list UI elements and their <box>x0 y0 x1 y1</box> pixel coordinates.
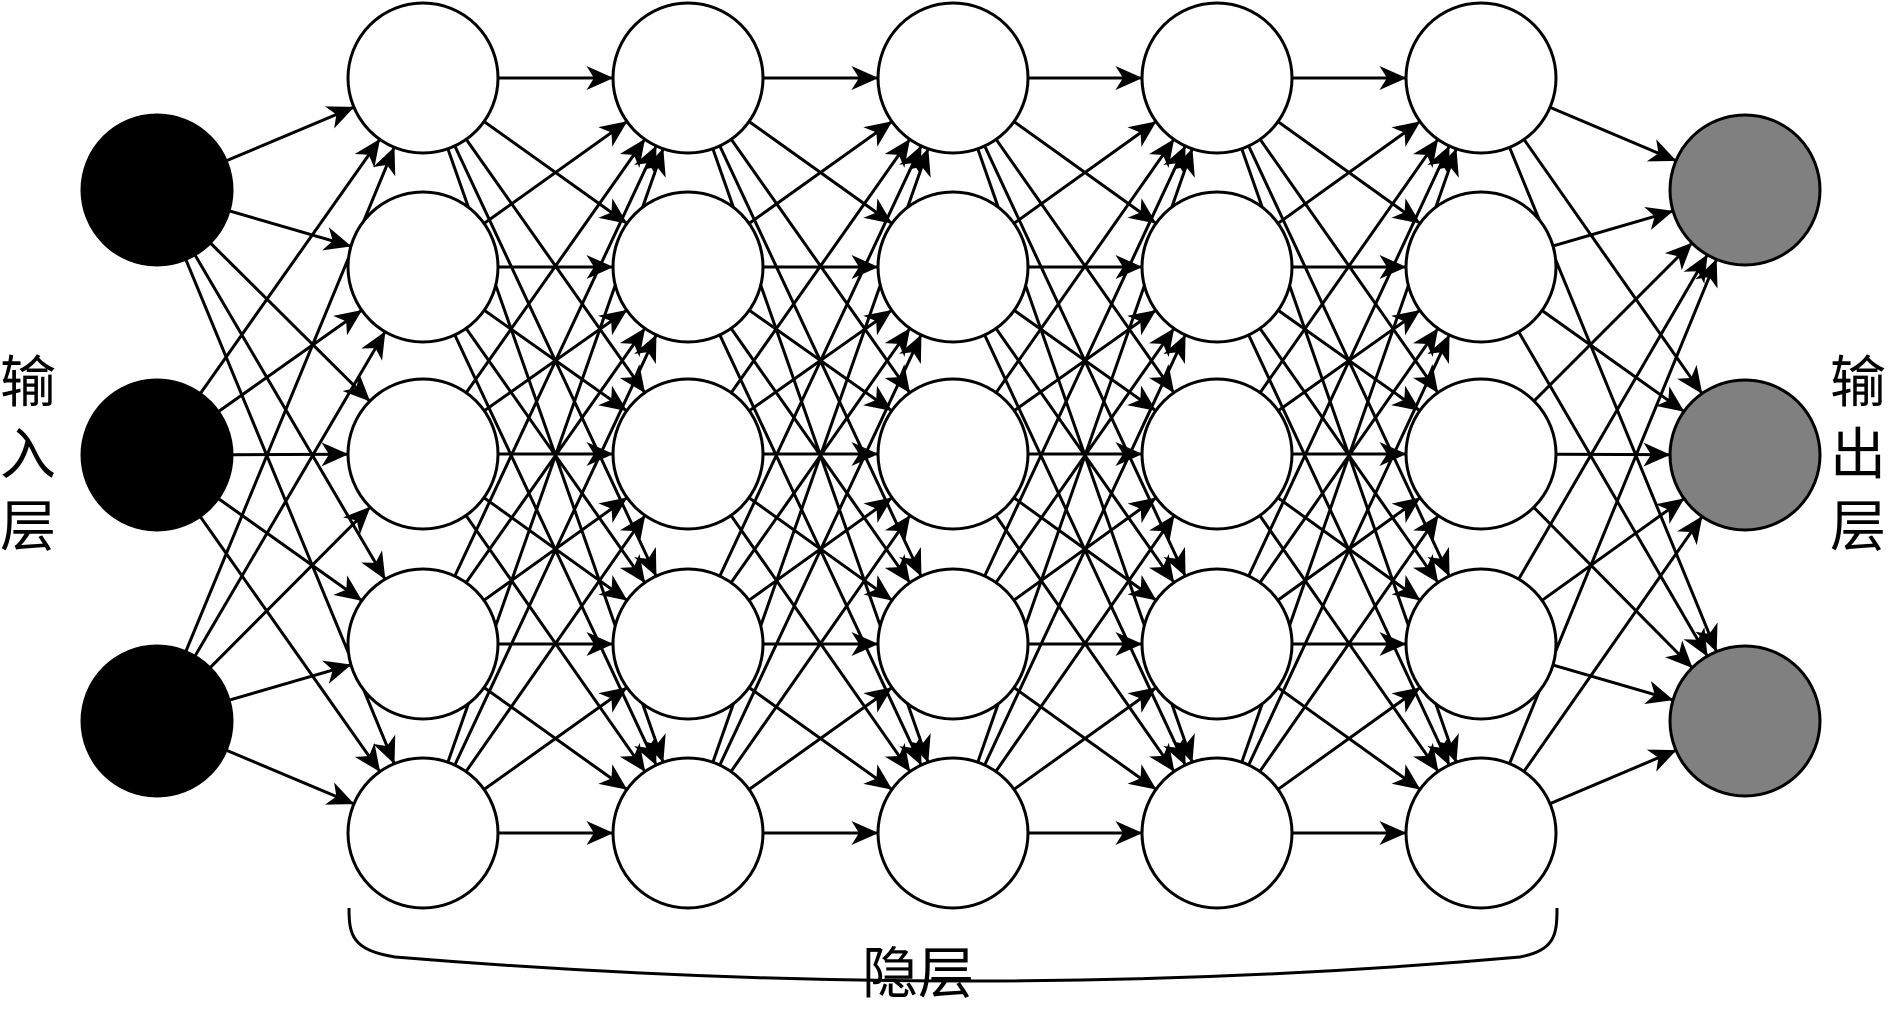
hidden-node-l5-n1 <box>1404 190 1558 344</box>
output-node-l6-n0 <box>1668 113 1822 267</box>
connection-l5n4-l6n2 <box>1550 749 1677 805</box>
output-layer-label: 输出层 <box>1830 351 1886 560</box>
label-char: 输 <box>0 351 56 416</box>
hidden-node-l2-n1 <box>611 190 765 344</box>
connection-l1n4-l2n1 <box>453 334 658 765</box>
hidden-node-l2-n4 <box>611 756 765 910</box>
hidden-node-l4-n3 <box>1140 567 1294 721</box>
output-node-l6-n2 <box>1668 644 1822 798</box>
connection-l3n3-l4n0 <box>983 145 1187 576</box>
connection-l2n4-l3n2 <box>730 515 911 772</box>
hidden-node-l3-n2 <box>876 377 1030 531</box>
connection-l0n0-l1n0 <box>226 106 355 162</box>
connection-l4n4-l5n2 <box>1259 515 1439 772</box>
input-node-l0-n2 <box>80 644 234 798</box>
connection-l5n3-l6n2 <box>1553 663 1674 705</box>
hidden-node-l1-n1 <box>346 190 500 344</box>
connection-l4n2-l5n0 <box>1259 138 1439 393</box>
connection-l3n4-l4n3 <box>1013 686 1157 791</box>
connection-l1n2-l2n0 <box>465 138 646 393</box>
connection-l5n0-l6n0 <box>1550 106 1677 162</box>
connection-l3n4-l4n1 <box>983 334 1187 765</box>
connection-l2n4-l3n1 <box>718 334 923 765</box>
hidden-layer-label: 隐层 <box>862 942 974 1007</box>
connection-l1n4-l2n3 <box>484 686 628 791</box>
hidden-node-l1-n0 <box>346 1 500 155</box>
hidden-node-l1-n4 <box>346 756 500 910</box>
connection-l2n3-l3n0 <box>718 145 923 576</box>
label-char: 出 <box>1830 423 1886 488</box>
connection-l4n4-l5n3 <box>1277 686 1421 791</box>
hidden-node-l3-n4 <box>876 756 1030 910</box>
hidden-node-l3-n1 <box>876 190 1030 344</box>
hidden-node-l5-n3 <box>1404 567 1558 721</box>
connection-l5n3-l6n0 <box>1517 254 1709 580</box>
input-node-l0-n1 <box>80 378 234 532</box>
output-node-l6-n1 <box>1668 378 1822 532</box>
connection-l5n1-l6n0 <box>1553 206 1674 248</box>
connection-l0n2-l1n2 <box>209 506 371 669</box>
connection-l0n1-l1n1 <box>218 309 363 413</box>
hidden-node-l4-n4 <box>1140 756 1294 910</box>
connection-l5n3-l6n1 <box>1541 497 1685 602</box>
connection-l1n4-l2n2 <box>465 515 646 772</box>
connection-l0n2-l1n4 <box>226 749 355 805</box>
connection-l1n3-l2n0 <box>453 145 658 576</box>
connection-l0n0-l1n2 <box>209 242 371 402</box>
connection-l2n4-l3n3 <box>749 686 893 791</box>
connection-l3n2-l4n0 <box>995 138 1175 393</box>
hidden-node-l2-n3 <box>611 567 765 721</box>
connection-l0n1-l1n0 <box>199 138 381 394</box>
hidden-node-l5-n2 <box>1404 377 1558 531</box>
hidden-node-l3-n0 <box>876 1 1030 155</box>
connection-l4n4-l5n1 <box>1247 334 1451 765</box>
hidden-node-l1-n3 <box>346 567 500 721</box>
hidden-node-l5-n0 <box>1404 1 1558 155</box>
hidden-node-l3-n3 <box>876 567 1030 721</box>
hidden-node-l1-n2 <box>346 377 500 531</box>
hidden-node-l2-n2 <box>611 377 765 531</box>
label-char: 入 <box>0 423 56 488</box>
connection-l0n1-l1n4 <box>199 516 381 773</box>
connection-l0n2-l1n3 <box>229 660 352 702</box>
connection-l0n2-l1n1 <box>194 331 386 657</box>
connection-l4n3-l5n0 <box>1247 145 1451 576</box>
connection-l5n0-l6n1 <box>1523 139 1703 394</box>
connection-l2n2-l3n0 <box>730 138 911 393</box>
hidden-node-l5-n4 <box>1404 756 1558 910</box>
connection-l0n0-l1n1 <box>229 209 352 251</box>
connection-l5n2-l6n0 <box>1533 242 1693 402</box>
label-char: 层 <box>1830 495 1886 560</box>
label-char: 输 <box>1830 351 1886 416</box>
input-node-l0-n0 <box>80 113 234 267</box>
hidden-node-l2-n0 <box>611 1 765 155</box>
hidden-node-l4-n2 <box>1140 377 1294 531</box>
connection-l5n2-l6n2 <box>1533 506 1693 669</box>
input-layer-label: 输入层 <box>0 351 56 560</box>
label-char: 层 <box>0 495 56 560</box>
connection-l3n4-l4n2 <box>995 515 1175 772</box>
hidden-node-l4-n1 <box>1140 190 1294 344</box>
connection-l1n1-l2n0 <box>484 120 628 225</box>
connection-l2n1-l3n0 <box>749 120 893 225</box>
connection-l4n1-l5n0 <box>1277 120 1421 225</box>
neurons <box>80 1 1822 910</box>
hidden-layer-brace <box>347 907 1559 983</box>
connection-l5n4-l6n1 <box>1523 516 1703 772</box>
connection-l3n1-l4n0 <box>1013 120 1157 225</box>
hidden-node-l4-n0 <box>1140 1 1294 155</box>
